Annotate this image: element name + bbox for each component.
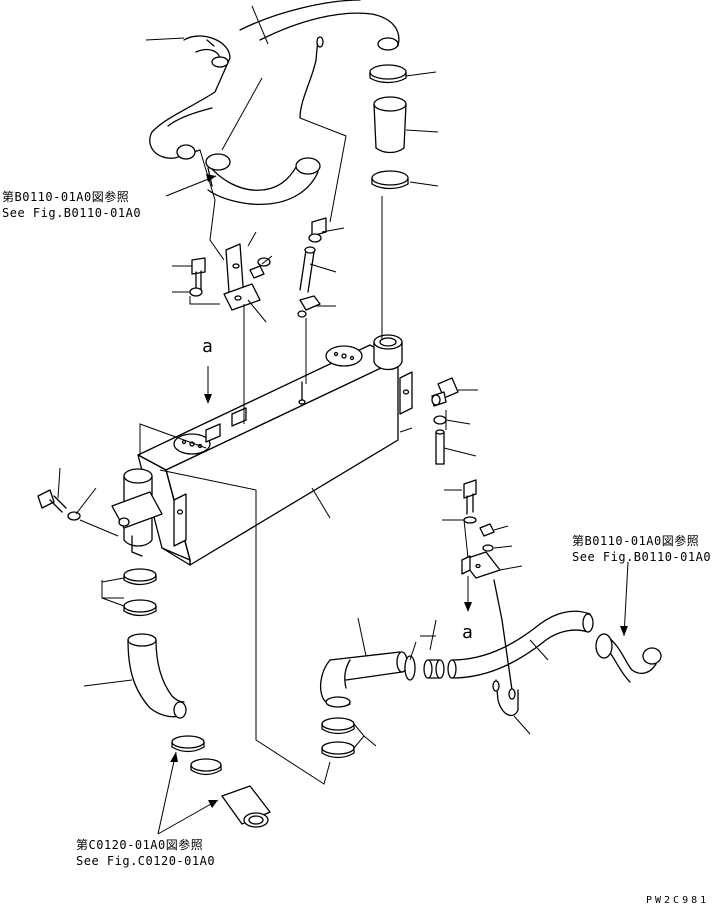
lower-short-tube: [423, 659, 445, 679]
short-hose: [373, 96, 407, 154]
routing-lines: [79, 77, 469, 785]
tank-end-bracket: [173, 493, 187, 547]
clamp-lower-3: [171, 735, 205, 753]
lower-middle-elbow-hose: [319, 651, 408, 708]
reference-bottom-en: See Fig.C0120-01A0: [76, 854, 216, 868]
reference-arrows: [157, 174, 629, 835]
clamp-upper-2: [371, 170, 409, 190]
tank-mount-tabs: [205, 407, 247, 443]
reference-upper-left-jp: 第B0110-01A0図参照: [2, 190, 130, 204]
tube-clip: [308, 217, 327, 243]
lower-clamp-mid-2: [321, 717, 355, 735]
view-arrow-top: [204, 366, 212, 404]
reference-upper-left-en: See Fig.B0110-01A0: [2, 206, 142, 220]
washer-left: [67, 511, 81, 521]
sensor-ring: [433, 415, 447, 425]
bolt-right: [463, 479, 477, 515]
middle-hose: [205, 153, 321, 206]
reference-right-jp: 第B0110-01A0図参照: [572, 534, 700, 548]
upper-hose: [149, 0, 400, 160]
leader-lines: [57, 5, 549, 749]
right-long-hose: [447, 610, 594, 679]
view-marker-top: a: [202, 336, 214, 357]
right-hose-elbow: [595, 633, 662, 683]
tank-flange-right: [325, 345, 363, 367]
upper-hose-clamp: [206, 39, 229, 68]
tube-clamp: [297, 295, 321, 318]
breather-tube: [299, 36, 324, 119]
drawing-code: PW2C981: [646, 895, 710, 906]
mounting-bracket-right: [461, 551, 501, 579]
view-arrow-right: [464, 576, 472, 612]
tube-segment: [299, 246, 316, 293]
view-marker-right: a: [462, 622, 474, 643]
tank-flange-left: [173, 433, 211, 455]
clamp-lower-left-1: [123, 568, 157, 586]
nut-right: [479, 523, 495, 537]
washer-upper: [189, 287, 203, 297]
lower-clamp-mid-1: [404, 655, 416, 681]
reference-right-en: See Fig.B0110-01A0: [572, 550, 712, 564]
temperature-sensor: [431, 377, 459, 407]
tank-outlet-pipe: [111, 468, 163, 557]
clamp-upper-1: [369, 64, 407, 84]
level-gauge: [298, 381, 306, 405]
lower-elbow-hose: [127, 633, 187, 719]
washer-right-2: [482, 544, 494, 552]
mounting-bracket-upper: [223, 243, 261, 311]
reference-bottom-jp: 第C0120-01A0図参照: [76, 838, 204, 852]
washer-right-1: [463, 516, 477, 524]
sensor-sleeve: [435, 429, 445, 465]
bolt-left: [37, 489, 67, 513]
lower-connector-pipe: [221, 785, 271, 828]
tank-filler-neck: [373, 334, 403, 371]
tank-side-bracket: [399, 371, 413, 415]
clamp-lower-left-2: [123, 599, 157, 617]
nut-upper: [249, 257, 271, 279]
lower-clamp-mid-3: [321, 741, 355, 759]
clamp-lower-4: [190, 758, 222, 776]
bolt-upper: [191, 257, 206, 291]
drain-tube: [492, 579, 519, 717]
